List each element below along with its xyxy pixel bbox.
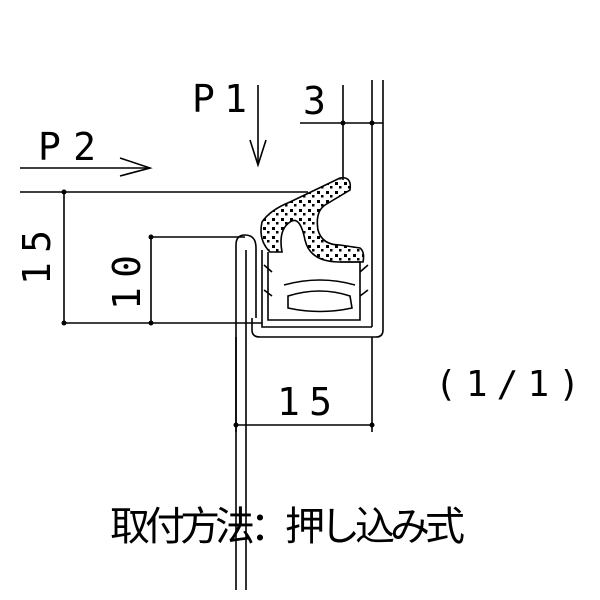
dim-15-bottom-label: 15 [277,380,332,424]
dim-15-left-label: 15 [15,230,59,285]
channel-inner [261,250,372,328]
mounting-method-label: 取付方法：押し込み式 [110,504,465,550]
channel-outer [251,318,384,338]
dim-10-label: 10 [105,255,149,310]
p1-label: P 1 [192,77,247,121]
seal-lip [260,176,365,263]
dim-3-label: 3 [303,79,326,123]
p1-arrowhead [249,139,267,168]
seal-slot [287,290,353,313]
p2-arrowhead [119,157,153,177]
scale-label: (1/1) [435,364,580,405]
seal-inner-rib [283,279,356,286]
p2-label: P 2 [38,125,96,169]
seal-fins [263,264,369,297]
panel-plate [235,234,257,590]
